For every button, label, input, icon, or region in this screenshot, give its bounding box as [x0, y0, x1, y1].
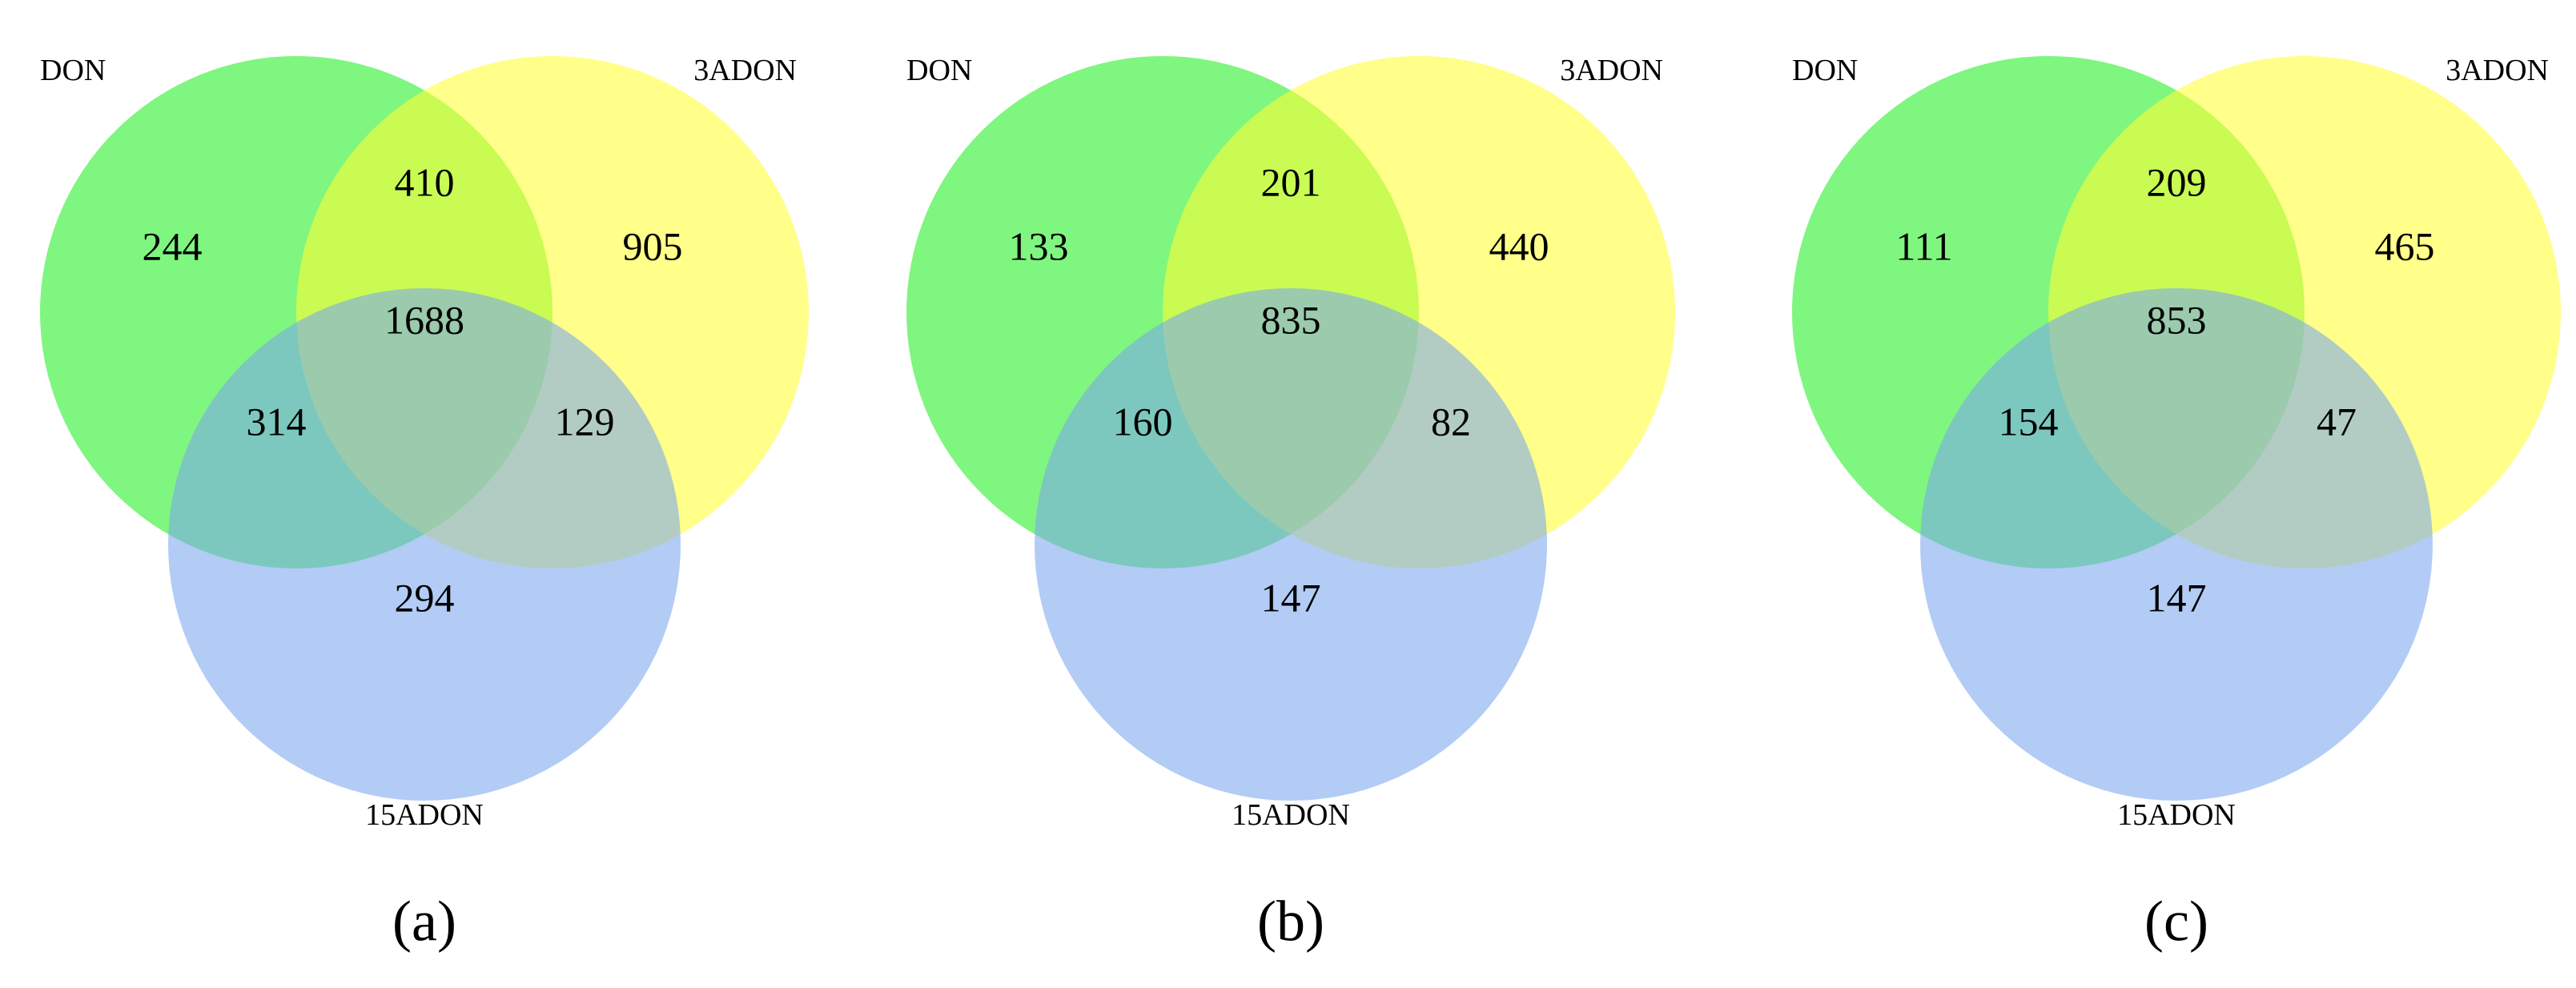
count-adon3-only: 465 [2375, 223, 2435, 268]
count-don-adon15: 314 [247, 399, 307, 444]
panel-caption: (a) [392, 890, 456, 954]
count-don-adon15: 154 [1999, 399, 2059, 444]
count-adon3-adon15: 47 [2317, 399, 2357, 444]
panel-caption: (c) [2144, 890, 2208, 954]
label-adon3: 3ADON [1560, 54, 1663, 87]
label-don: DON [1792, 54, 1858, 87]
venn-panel-2: 133 440 201 835 160 82 147 DON 3ADON 15ADON (b) [906, 54, 1675, 954]
count-all: 853 [2147, 297, 2207, 342]
label-adon15: 15ADON [2117, 798, 2236, 832]
count-all: 835 [1261, 297, 1321, 342]
label-adon3: 3ADON [2445, 54, 2549, 87]
count-adon15-only: 147 [1261, 575, 1321, 620]
circle-adon15 [1920, 288, 2433, 801]
label-adon15: 15ADON [365, 798, 484, 832]
count-don-adon3: 410 [395, 159, 455, 204]
label-adon15: 15ADON [1232, 798, 1350, 832]
count-don-only: 111 [1895, 223, 1952, 268]
count-don-only: 133 [1009, 223, 1069, 268]
panel-caption: (b) [1257, 890, 1324, 954]
circle-adon15 [168, 288, 681, 801]
venn-panel-3: 111 465 209 853 154 47 147 DON 3ADON 15ADON (c) [1792, 54, 2561, 954]
label-don: DON [40, 54, 106, 87]
count-don-adon15: 160 [1113, 399, 1173, 444]
count-all: 1688 [384, 297, 464, 342]
circle-adon15 [1035, 288, 1547, 801]
count-adon3-adon15: 129 [555, 399, 615, 444]
count-don-only: 244 [143, 223, 203, 268]
label-don: DON [906, 54, 972, 87]
count-adon3-only: 440 [1489, 223, 1549, 268]
count-adon15-only: 147 [2147, 575, 2207, 620]
count-adon3-adon15: 82 [1431, 399, 1471, 444]
venn-panel-1: 244 905 410 1688 314 129 294 DON 3ADON 15ADON (a) [40, 54, 809, 954]
count-adon3-only: 905 [623, 223, 683, 268]
count-don-adon3: 209 [2147, 159, 2207, 204]
count-adon15-only: 294 [395, 575, 455, 620]
count-don-adon3: 201 [1261, 159, 1321, 204]
label-adon3: 3ADON [693, 54, 797, 87]
